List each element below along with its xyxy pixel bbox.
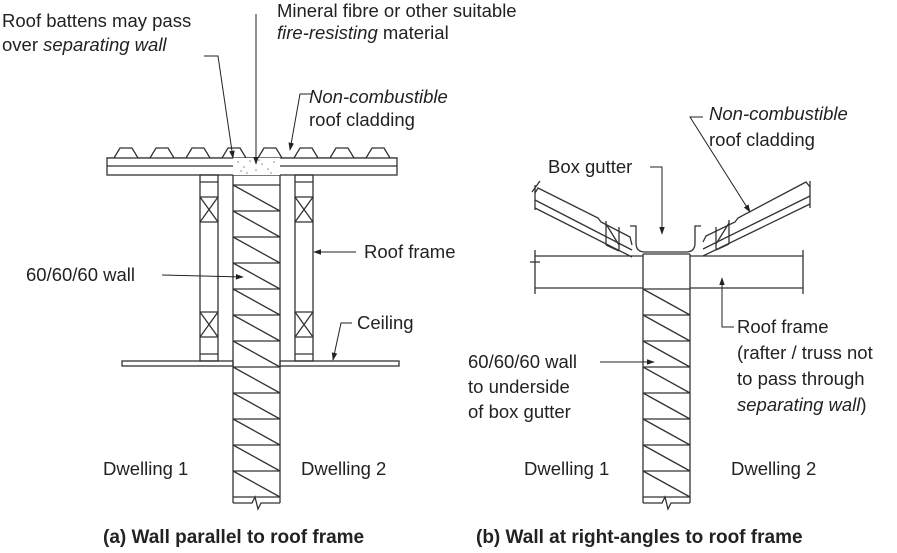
right-cladding-label-line1: Non-combustible bbox=[709, 103, 848, 124]
right-wall-label-line2: to underside bbox=[468, 376, 570, 397]
battens-leader bbox=[204, 55, 235, 159]
left-roof-cladding bbox=[107, 147, 397, 159]
left-diagram bbox=[106, 147, 400, 511]
battens-label-line2: over separating wall bbox=[2, 34, 167, 56]
box-gutter bbox=[630, 225, 701, 253]
left-cladding-label-line1: Non-combustible bbox=[309, 86, 448, 107]
battens-label-separating-wall: separating wall bbox=[43, 34, 167, 55]
mineral-fibre-label-fire-resisting: fire-resisting bbox=[277, 22, 378, 43]
box-gutter-leader bbox=[650, 166, 665, 235]
left-caption: (a) Wall parallel to roof frame bbox=[103, 527, 365, 548]
mineral-fibre-label-line2: fire-resisting material bbox=[277, 22, 449, 44]
right-cladding-label-line2: roof cladding bbox=[709, 129, 815, 150]
mineral-fibre-label-line1: Mineral fibre or other suitable bbox=[277, 0, 517, 21]
left-dwelling-1-label: Dwelling 1 bbox=[103, 458, 189, 479]
left-wall-leader bbox=[161, 274, 244, 280]
right-roof-frame-label-line3: to pass through bbox=[737, 368, 865, 389]
right-right-cladding bbox=[702, 181, 811, 243]
right-roof-frame-label-line4: separating wall) bbox=[737, 394, 867, 416]
ceiling-leader bbox=[331, 322, 352, 361]
box-gutter-label: Box gutter bbox=[548, 156, 633, 177]
right-roof-frame-label-line2: (rafter / truss not bbox=[737, 342, 873, 363]
left-leaders bbox=[161, 14, 356, 361]
right-diagram bbox=[530, 180, 811, 511]
right-caption: (b) Wall at right-angles to roof frame bbox=[476, 527, 803, 548]
battens-label-over: over bbox=[2, 34, 44, 55]
right-left-cladding bbox=[534, 187, 633, 246]
right-roof-frame-label-separating-wall: separating wall bbox=[737, 394, 861, 415]
left-cladding-leader bbox=[288, 93, 312, 151]
mineral-fibre-label-material: material bbox=[377, 22, 449, 43]
right-leaders bbox=[600, 116, 751, 365]
right-roof-frame-label-line1: Roof frame bbox=[737, 316, 829, 337]
left-dwelling-2-label: Dwelling 2 bbox=[301, 458, 387, 479]
left-wall-label: 60/60/60 wall bbox=[26, 264, 136, 285]
left-ceiling-right bbox=[279, 360, 400, 367]
right-separating-wall bbox=[642, 253, 691, 511]
right-dwelling-2-label: Dwelling 2 bbox=[731, 458, 817, 479]
right-cladding-leader bbox=[689, 116, 751, 213]
left-ceiling-left bbox=[121, 360, 234, 367]
right-roof-frame-label-paren: ) bbox=[860, 394, 867, 415]
right-dwelling-1-label: Dwelling 1 bbox=[524, 458, 610, 479]
ceiling-label: Ceiling bbox=[357, 312, 414, 333]
left-separating-wall bbox=[232, 175, 281, 511]
mineral-fibre-fill bbox=[233, 158, 280, 175]
left-cladding-label-line2: roof cladding bbox=[309, 109, 415, 130]
right-wall-label-line3: of box gutter bbox=[468, 401, 571, 422]
right-wall-label-line1: 60/60/60 wall bbox=[468, 351, 578, 372]
left-roof-frame-label: Roof frame bbox=[364, 241, 456, 262]
right-roof-frame-leader bbox=[719, 277, 734, 328]
battens-label-line1: Roof battens may pass bbox=[2, 10, 192, 31]
